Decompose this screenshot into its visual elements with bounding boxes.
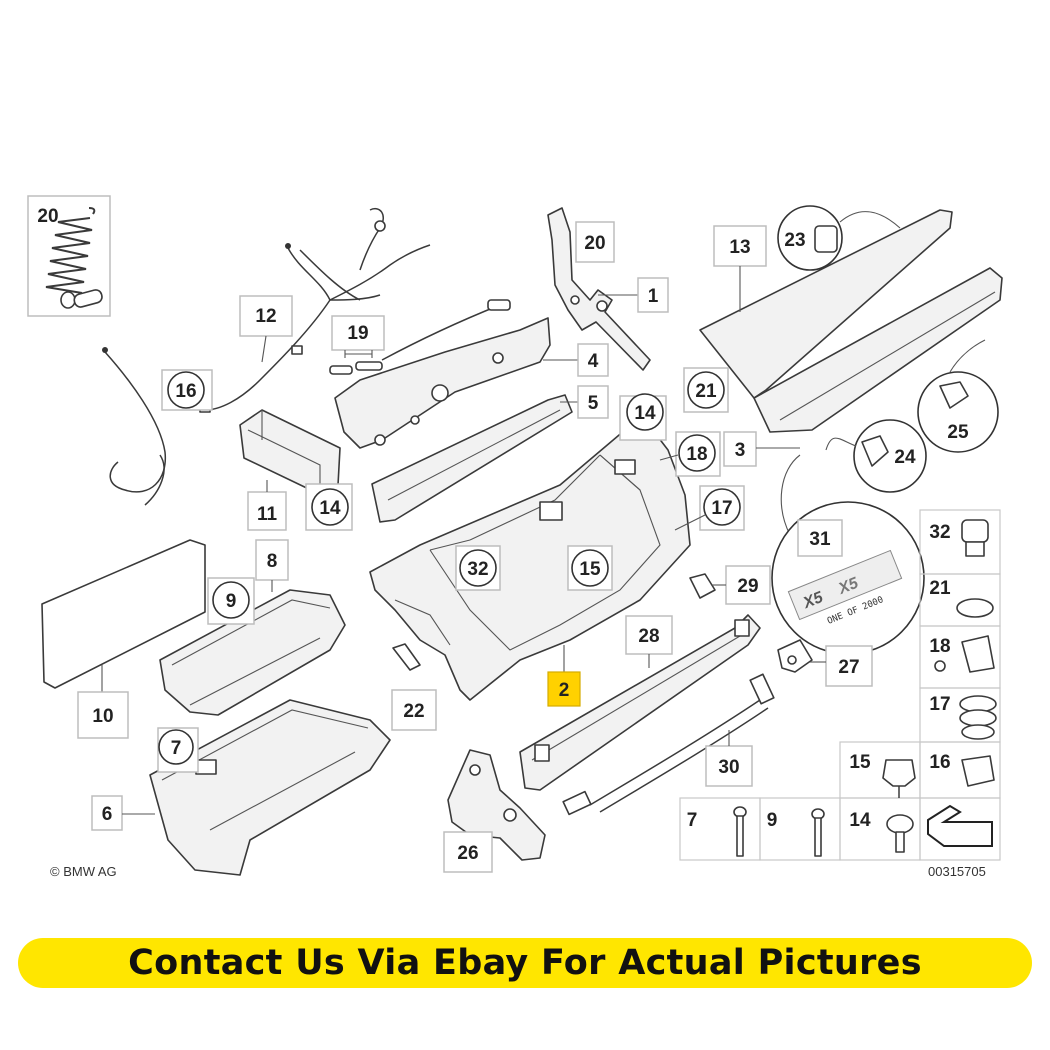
callout-23: 23 [784, 230, 805, 251]
callout-8: 8 [267, 551, 278, 572]
contact-banner: Contact Us Via Ebay For Actual Pictures [18, 938, 1032, 988]
part-29 [689, 573, 716, 599]
legend-15: 15 [849, 752, 871, 773]
detail-25 [917, 339, 999, 453]
part-27 [777, 639, 813, 673]
callout-25: 25 [947, 422, 969, 443]
legend-17-icon [959, 695, 997, 740]
part-28-strip [519, 614, 761, 791]
callout-21a: 21 [695, 381, 717, 402]
part-1-hinge [547, 207, 651, 371]
legend-32-icon [961, 519, 989, 557]
legend-18: 18 [929, 636, 950, 657]
part-19-pins [329, 361, 383, 375]
part-22 [392, 643, 421, 671]
callout-14a: 14 [319, 498, 341, 519]
part-5-trim-strip [371, 394, 573, 523]
callout-29: 29 [737, 576, 758, 597]
legend-7-icon [733, 806, 747, 857]
callout-11: 11 [257, 504, 278, 525]
legend-21-icon [956, 598, 994, 618]
legend-32: 32 [929, 522, 950, 543]
legend-15-icon [882, 759, 916, 798]
callout-10: 10 [92, 706, 113, 727]
callout-28: 28 [638, 626, 659, 647]
part-30-rod [562, 673, 775, 816]
callout-5: 5 [588, 393, 599, 414]
part-11-module [239, 409, 341, 493]
callout-20a: 20 [37, 206, 58, 227]
copyright-text: © BMW AG [50, 864, 117, 879]
callout-32a: 32 [467, 559, 488, 580]
part-8-tray [159, 589, 346, 716]
callout-20b: 20 [584, 233, 605, 254]
part-10-panel [41, 539, 206, 689]
callout-30: 30 [718, 757, 739, 778]
callout-16a: 16 [175, 381, 196, 402]
callout-14b: 14 [634, 403, 656, 424]
legend-17: 17 [929, 694, 950, 715]
legend-14-icon [886, 814, 914, 853]
svg-text:X5: X5 [835, 574, 861, 598]
callout-3: 3 [735, 440, 746, 461]
callout-17a: 17 [711, 498, 732, 519]
callout-13: 13 [729, 237, 750, 258]
callout-15a: 15 [579, 559, 601, 580]
callout-9a: 9 [226, 591, 237, 612]
callout-31: 31 [809, 529, 831, 550]
arrow-symbol-icon [927, 804, 993, 847]
legend-7: 7 [687, 810, 698, 831]
legend-21: 21 [929, 578, 951, 599]
legend-16: 16 [929, 752, 950, 773]
callout-6: 6 [102, 804, 113, 825]
callout-24: 24 [894, 447, 916, 468]
legend-16-icon [961, 755, 995, 787]
callout-4: 4 [588, 351, 599, 372]
callout-1: 1 [648, 286, 659, 307]
part-6-tray [149, 699, 391, 876]
part-3-lid [699, 209, 1003, 433]
banner-text: Contact Us Via Ebay For Actual Pictures [128, 943, 922, 983]
detail-23 [777, 205, 901, 271]
part-2-glovebox [369, 419, 691, 701]
legend-9: 9 [767, 810, 778, 831]
callout-2: 2 [559, 680, 570, 701]
callout-27: 27 [838, 657, 859, 678]
callout-19: 19 [347, 323, 368, 344]
legend-9-icon [811, 808, 825, 857]
bowden-cables [102, 208, 431, 506]
callout-12: 12 [255, 306, 276, 327]
detail-24 [825, 419, 927, 493]
diagram-id: 00315705 [928, 864, 986, 879]
callout-22: 22 [403, 701, 424, 722]
svg-text:X5: X5 [800, 589, 826, 613]
callout-7a: 7 [171, 738, 182, 759]
highlight-callout-2 [547, 671, 581, 707]
part-4-bracket [334, 299, 551, 449]
callout-18a: 18 [686, 444, 707, 465]
legend-14: 14 [849, 810, 871, 831]
detail-31-emblem: 31 X5 X5 ONE OF 2000 [771, 454, 925, 655]
legend-right [679, 509, 1001, 861]
legend-18-icon [934, 635, 995, 673]
callout-26: 26 [457, 843, 478, 864]
part-20-spring [27, 195, 111, 317]
